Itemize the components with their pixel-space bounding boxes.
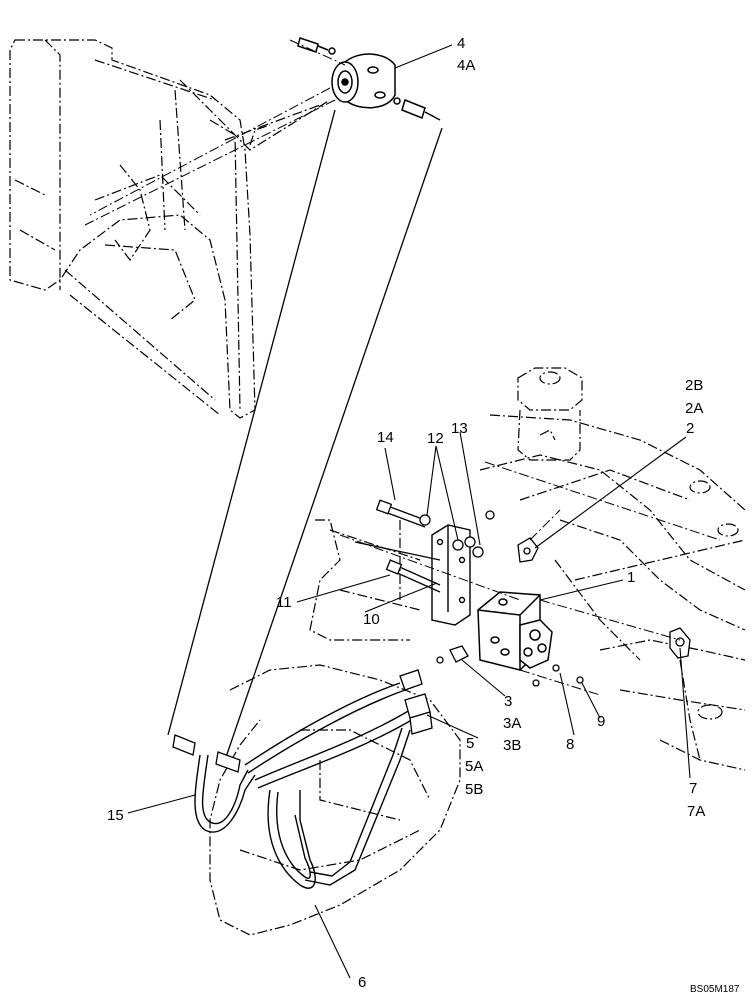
hose-lines xyxy=(167,109,443,761)
valve-block-item-1 xyxy=(477,591,553,671)
valve-item-4 xyxy=(297,37,441,121)
callout-15: 15 xyxy=(107,807,124,824)
hose-assembly xyxy=(194,682,416,889)
valve-axis-lines xyxy=(84,39,346,226)
callout-3b: 3B xyxy=(503,737,521,754)
cylinder-top xyxy=(517,367,583,461)
drawing-reference-code: BS05M187 xyxy=(690,984,740,995)
callout-2a: 2A xyxy=(685,400,703,417)
leader-lines xyxy=(127,44,691,979)
fasteners xyxy=(354,499,495,593)
callout-5a: 5A xyxy=(465,758,483,775)
callout-labels: 4 4A 2B 2A 2 14 12 13 1 11 10 3 3A 3B 9 … xyxy=(107,35,740,995)
callout-1: 1 xyxy=(627,569,635,586)
callout-4: 4 xyxy=(457,35,465,52)
callout-3: 3 xyxy=(504,693,512,710)
callout-3a: 3A xyxy=(503,715,521,732)
callout-12: 12 xyxy=(427,430,444,447)
callout-14: 14 xyxy=(377,429,394,446)
callout-2b: 2B xyxy=(685,377,703,394)
lower-chassis xyxy=(209,414,746,936)
upper-frame xyxy=(9,39,331,419)
assembly-axis-lines xyxy=(339,461,721,696)
callout-7a: 7A xyxy=(687,803,705,820)
callout-8: 8 xyxy=(566,736,574,753)
callout-5b: 5B xyxy=(465,781,483,798)
callout-6: 6 xyxy=(358,974,366,991)
callout-9: 9 xyxy=(597,713,605,730)
hose-fittings xyxy=(172,669,433,773)
callout-5: 5 xyxy=(466,735,474,752)
callout-10: 10 xyxy=(363,611,380,628)
callout-7: 7 xyxy=(689,780,697,797)
fittings xyxy=(436,537,691,687)
callout-13: 13 xyxy=(451,420,468,437)
callout-2: 2 xyxy=(686,420,694,437)
callout-11: 11 xyxy=(276,594,292,611)
callout-4a: 4A xyxy=(457,57,475,74)
